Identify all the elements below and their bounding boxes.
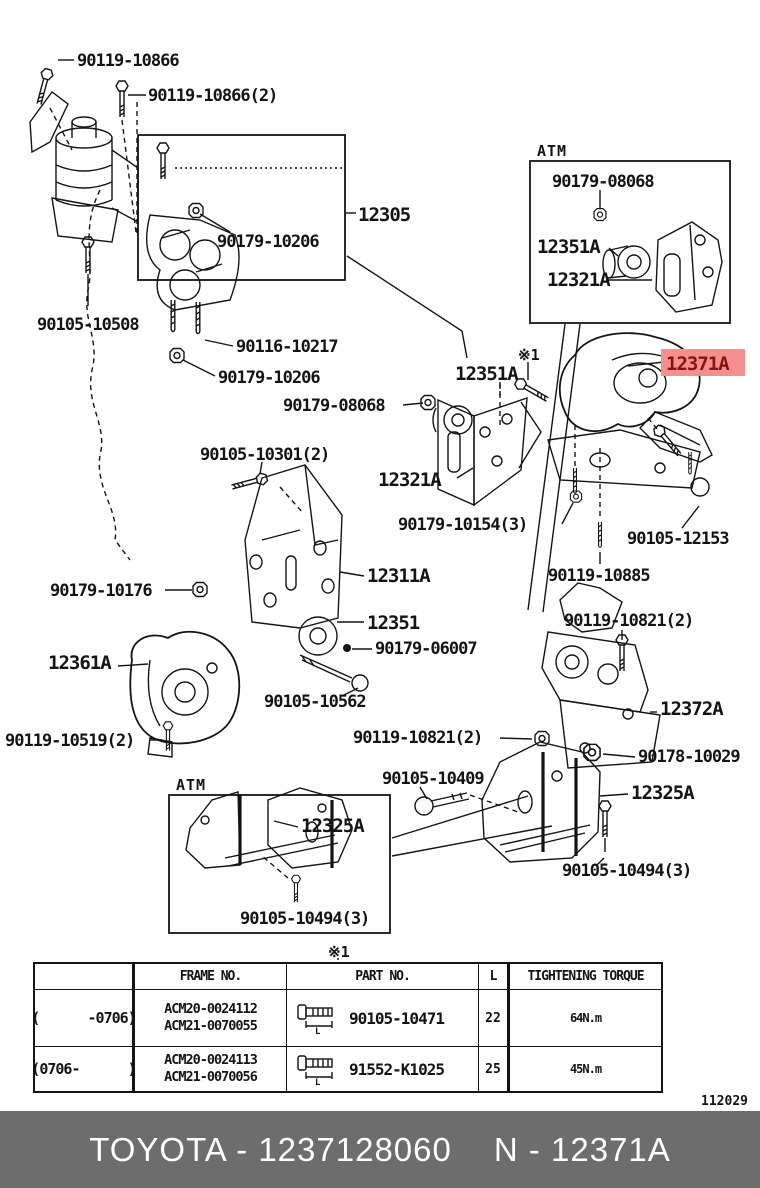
frame-no: ACM20-0024112: [164, 1001, 258, 1017]
bracket-12311a-drawing: [192, 464, 343, 629]
part-label-90179-08068-main[interactable]: 90179-08068: [283, 396, 386, 416]
table-header-blank: [35, 964, 135, 990]
part-label-12372a[interactable]: 12372A: [660, 698, 725, 720]
part-label-90179-10154[interactable]: 90179-10154(3): [398, 515, 528, 535]
bolt-length-dim: L: [315, 1078, 321, 1086]
frame-no: ACM21-0070055: [164, 1018, 258, 1034]
footer-bar: TOYOTA - 1237128060 N - 12371A: [0, 1111, 760, 1188]
table-row1-length: 22: [479, 990, 510, 1047]
table-header-length: L: [479, 964, 510, 990]
table-header-part-no: PART NO.: [287, 964, 479, 990]
highlight-box-12371a: [661, 349, 745, 376]
footer-figure-number: N - 12371A: [493, 1130, 671, 1168]
part-label-90105-10494-right[interactable]: 90105-10494(3): [562, 861, 692, 881]
part-label-90105-12153[interactable]: 90105-12153: [627, 529, 730, 549]
atm-connector-lines: [527, 323, 581, 613]
table-row1-range: ( -0706): [35, 990, 135, 1047]
atm-box-top: [529, 160, 731, 324]
part-label-90119-10885[interactable]: 90119-10885: [548, 566, 651, 586]
fastener-part-number[interactable]: 90105-10471: [349, 1008, 445, 1028]
sheet-code: 112029: [701, 1094, 748, 1109]
bolt-length-dim: L: [315, 1027, 321, 1035]
atm-label-bottom: ATM: [176, 776, 206, 794]
table-row2-frames: ACM20-0024113 ACM21-0070056: [135, 1047, 287, 1091]
bracket-12321a-drawing: [420, 362, 552, 507]
part-label-90105-10562[interactable]: 90105-10562: [264, 692, 367, 712]
assembly-box-12305: [137, 134, 468, 359]
bushing-12351-drawing: [298, 616, 369, 692]
table-row2-length: 25: [479, 1047, 510, 1091]
part-label-90119-10866-2[interactable]: 90119-10866(2): [148, 86, 278, 106]
fastener-table: FRAME NO. PART NO. L TIGHTENING TORQUE (…: [33, 962, 663, 1093]
leader-lines: [58, 59, 700, 960]
table-row2-torque: 45N.m: [569, 1062, 602, 1076]
part-label-12351a-atm[interactable]: 12351A: [537, 236, 602, 258]
part-label-12351a-main[interactable]: 12351A: [455, 363, 520, 385]
table-header-frame-no: FRAME NO.: [135, 964, 287, 990]
bolt-90119-10866-2-drawing: [115, 80, 138, 233]
part-label-12371a-highlighted[interactable]: 12371A: [666, 353, 731, 375]
table-header-torque: TIGHTENING TORQUE: [510, 964, 661, 990]
part-label-90179-10206-a[interactable]: 90179-10206: [217, 232, 320, 252]
table-row1-frames: ACM20-0024112 ACM21-0070055: [135, 990, 287, 1047]
part-label-90178-10029[interactable]: 90178-10029: [638, 747, 741, 767]
front-mount-drawing: [29, 91, 139, 243]
note-mark-1-table: ※1: [328, 943, 350, 960]
bolt-icon: L: [297, 1055, 333, 1086]
part-label-90105-10508[interactable]: 90105-10508: [37, 315, 140, 335]
bolt-90119-10866-drawing: [32, 67, 73, 151]
part-label-12311a[interactable]: 12311A: [367, 565, 432, 587]
frame-no: ACM20-0024113: [164, 1052, 258, 1068]
part-label-12361a[interactable]: 12361A: [48, 652, 113, 674]
part-label-90179-06007[interactable]: 90179-06007: [375, 639, 478, 659]
part-label-90105-10301[interactable]: 90105-10301(2): [200, 445, 330, 465]
note-mark-1: ※1: [518, 346, 540, 364]
atm-box-bottom: [168, 787, 553, 934]
part-label-90119-10519[interactable]: 90119-10519(2): [5, 731, 135, 751]
mount-12361a-drawing: [129, 630, 241, 758]
table-row1-part: L 90105-10471: [287, 990, 479, 1047]
part-label-12305[interactable]: 12305: [358, 204, 412, 226]
part-label-12325a-right[interactable]: 12325A: [631, 782, 696, 804]
part-label-90179-10206-b[interactable]: 90179-10206: [218, 368, 321, 388]
mount-12372a-drawing: [534, 582, 661, 769]
part-label-90116-10217[interactable]: 90116-10217: [236, 337, 339, 357]
part-label-12321a-atm[interactable]: 12321A: [547, 269, 612, 291]
table-row1-torque: 64N.m: [510, 990, 661, 1047]
footer-catalog-number: TOYOTA - 1237128060: [89, 1130, 452, 1168]
mount-bracket-drawing: [81, 142, 240, 364]
part-label-12351[interactable]: 12351: [367, 612, 421, 634]
bolt-icon: L: [297, 1004, 333, 1035]
frame-no: ACM21-0070056: [164, 1069, 258, 1085]
part-label-90119-10821-a[interactable]: 90119-10821(2): [564, 611, 694, 631]
part-label-90105-10409[interactable]: 90105-10409: [382, 769, 485, 789]
engine-outline: [86, 189, 131, 561]
part-label-90119-10821-b[interactable]: 90119-10821(2): [353, 728, 483, 748]
atm-label-top: ATM: [537, 142, 567, 160]
part-label-12321a-main[interactable]: 12321A: [378, 469, 443, 491]
table-row2-part: L 91552-K1025: [287, 1047, 479, 1091]
part-label-90105-10494-atm[interactable]: 90105-10494(3): [240, 909, 370, 929]
part-label-90179-10176[interactable]: 90179-10176: [50, 581, 153, 601]
part-label-90179-08068-atm[interactable]: 90179-08068: [552, 172, 655, 192]
part-label-90119-10866[interactable]: 90119-10866: [77, 51, 180, 71]
fastener-part-number[interactable]: 91552-K1025: [349, 1059, 445, 1079]
parts-diagram: 90119-10866 90119-10866(2) 12305 90179-1…: [5, 51, 745, 961]
bracket-12325a-right-drawing: [414, 741, 612, 863]
table-row2-range: (0706- ): [35, 1047, 135, 1091]
part-label-12325a-atm[interactable]: 12325A: [301, 815, 366, 837]
